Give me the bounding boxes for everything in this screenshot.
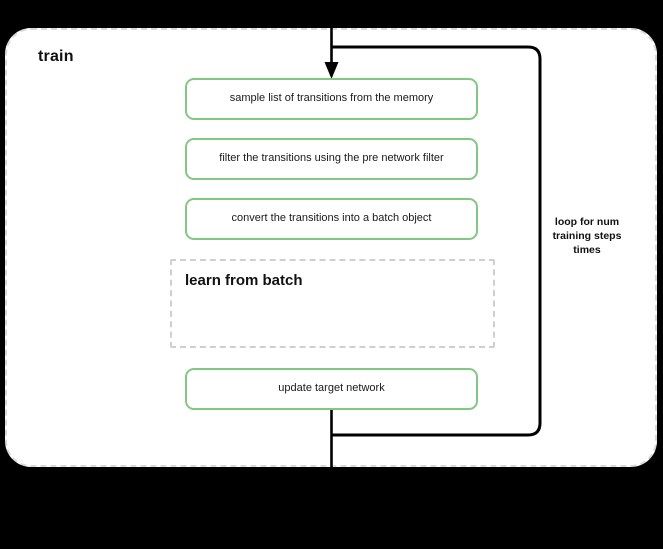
- subgroup-title: learn from batch: [185, 272, 303, 289]
- node-filter-transitions[interactable]: filter the transitions using the pre net…: [185, 138, 478, 180]
- node-label: filter the transitions using the pre net…: [219, 152, 444, 165]
- node-update-target-network[interactable]: update target network: [185, 368, 478, 410]
- loop-caption-line-1: loop for num: [554, 216, 620, 228]
- subgroup-learn-from-batch[interactable]: learn from batch: [170, 259, 495, 348]
- loop-caption-line-2: training steps: [552, 230, 622, 243]
- node-convert-to-batch[interactable]: convert the transitions into a batch obj…: [185, 198, 478, 240]
- loop-caption-line-3: times: [573, 244, 601, 257]
- node-sample-transitions[interactable]: sample list of transitions from the memo…: [185, 78, 478, 120]
- node-label: convert the transitions into a batch obj…: [231, 212, 432, 225]
- node-label: update target network: [278, 382, 385, 395]
- page-title: train: [38, 48, 74, 65]
- loop-caption: loop for num training steps times: [541, 215, 633, 258]
- node-label: sample list of transitions from the memo…: [229, 92, 434, 105]
